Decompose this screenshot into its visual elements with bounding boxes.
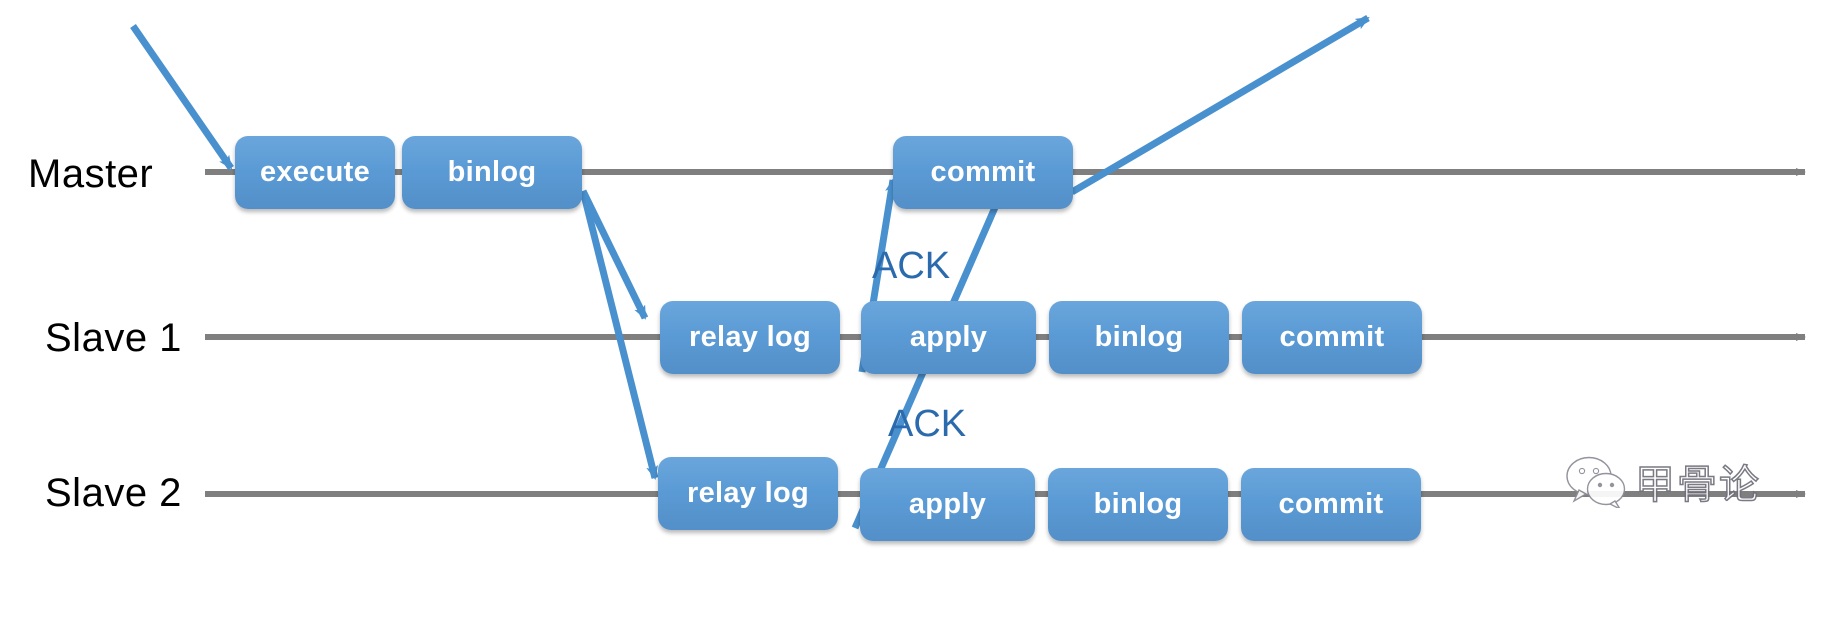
- node-label: binlog: [1094, 321, 1184, 353]
- node-slave2-commit[interactable]: commit: [1241, 468, 1421, 541]
- node-master-binlog[interactable]: binlog: [402, 136, 582, 209]
- flow-arrow-group: [130, 14, 1370, 530]
- incoming-request-arrow: [130, 24, 234, 170]
- lane-label-slave1: Slave 1: [45, 316, 182, 360]
- node-master-execute[interactable]: execute: [235, 136, 395, 209]
- node-slave2-apply[interactable]: apply: [860, 468, 1035, 541]
- node-label: relay log: [687, 477, 809, 509]
- node-slave1-commit[interactable]: commit: [1242, 301, 1422, 374]
- node-slave1-binlog[interactable]: binlog: [1049, 301, 1229, 374]
- binlog-to-slave2-relay-arrow: [579, 190, 659, 480]
- master-commit-response-arrow: [1070, 14, 1370, 196]
- node-slave1-apply[interactable]: apply: [861, 301, 1036, 374]
- node-label: binlog: [1093, 488, 1183, 520]
- node-label: commit: [1278, 488, 1384, 520]
- lane-label-master: Master: [28, 152, 154, 196]
- ack-label-1: ACK: [872, 245, 951, 287]
- node-label: apply: [909, 321, 988, 353]
- node-label: apply: [908, 488, 987, 520]
- node-slave2-binlog[interactable]: binlog: [1048, 468, 1228, 541]
- node-label: execute: [259, 156, 371, 188]
- node-label: binlog: [447, 156, 537, 188]
- node-label: commit: [1279, 321, 1385, 353]
- binlog-to-slave1-relay-arrow: [579, 189, 649, 320]
- lane-label-slave2: Slave 2: [45, 471, 182, 515]
- node-master-commit[interactable]: commit: [893, 136, 1073, 209]
- node-slave2-relay-log[interactable]: relay log: [658, 457, 838, 530]
- node-label: relay log: [689, 321, 811, 353]
- ack-label-2: ACK: [888, 403, 967, 445]
- node-slave1-relay-log[interactable]: relay log: [660, 301, 840, 374]
- node-label: commit: [930, 156, 1036, 188]
